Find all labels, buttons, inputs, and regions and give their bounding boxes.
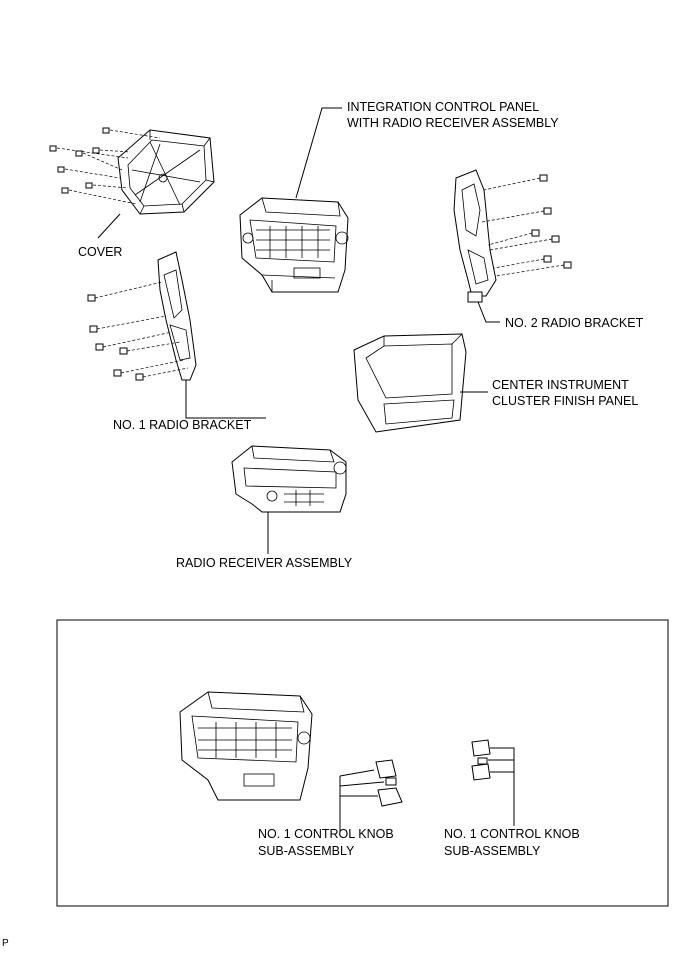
detail-knobs-right xyxy=(471,739,491,781)
knob-left-leader xyxy=(339,769,385,832)
knob-left-label-line2: SUB-ASSEMBLY xyxy=(258,844,355,858)
cover-leader xyxy=(97,213,121,239)
corner-mark: P xyxy=(2,938,9,949)
cover-part xyxy=(117,129,215,215)
no2-radio-bracket-part xyxy=(453,169,497,303)
knob-right-label-line1: NO. 1 CONTROL KNOB xyxy=(444,827,580,841)
integration-control-panel-part xyxy=(239,197,349,293)
no1-radio-bracket-part xyxy=(157,251,197,381)
no2-bracket-screws xyxy=(481,174,572,277)
center-panel-label-line1: CENTER INSTRUMENT xyxy=(492,378,629,392)
cover-label: COVER xyxy=(78,245,122,259)
center-cluster-finish-panel-part xyxy=(353,333,467,433)
no1-bracket-screws xyxy=(87,281,189,381)
radio-receiver-label: RADIO RECEIVER ASSEMBLY xyxy=(176,556,353,570)
integration-panel-label-line2: WITH RADIO RECEIVER ASSEMBLY xyxy=(347,116,559,130)
detail-frame xyxy=(56,619,669,907)
knob-right-leader xyxy=(488,747,515,826)
knob-left-label-line1: NO. 1 CONTROL KNOB xyxy=(258,827,394,841)
integration-panel-leader xyxy=(295,107,342,199)
no1-bracket-label: NO. 1 RADIO BRACKET xyxy=(113,418,252,432)
no2-bracket-label: NO. 2 RADIO BRACKET xyxy=(505,316,644,330)
center-panel-label-line2: CLUSTER FINISH PANEL xyxy=(492,394,638,408)
detail-integration-panel-part xyxy=(179,691,313,801)
integration-panel-label-line1: INTEGRATION CONTROL PANEL xyxy=(347,100,539,114)
detail-knobs-left xyxy=(375,759,403,807)
radio-receiver-assembly-part xyxy=(231,445,347,513)
cover-screws xyxy=(49,127,161,205)
knob-right-label-line2: SUB-ASSEMBLY xyxy=(444,844,541,858)
no2-bracket-leader xyxy=(477,301,500,323)
no1-bracket-leader xyxy=(185,380,266,419)
